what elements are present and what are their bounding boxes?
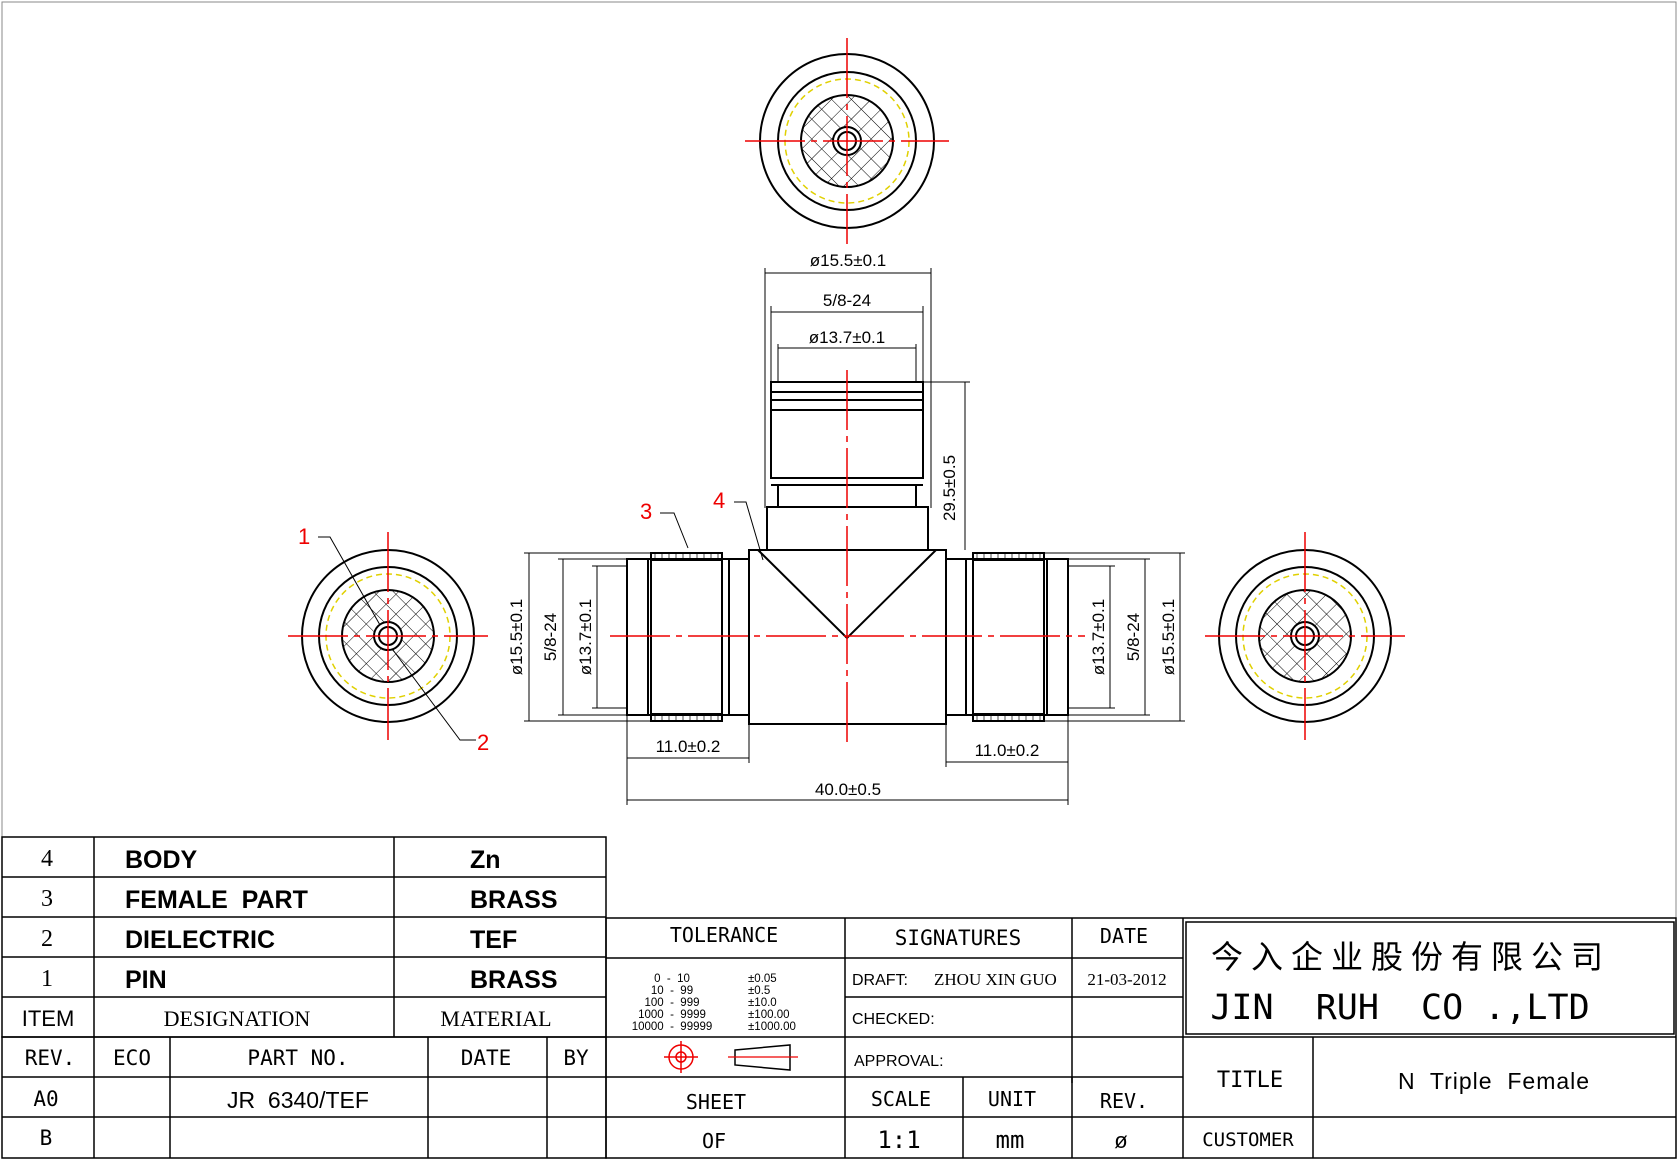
bom-material: TEF (470, 926, 517, 954)
dim-top-dia-inner: ø13.7±0.1 (809, 328, 885, 347)
rev-header: REV. (25, 1046, 76, 1070)
thread-knurl (654, 553, 1041, 721)
rev-value: ø (1114, 1128, 1127, 1153)
tolerance-value: ±10.0 (748, 997, 777, 1009)
dim-total-length: 40.0±0.5 (815, 780, 881, 799)
signatures-block: SIGNATURES DATE DRAFT: ZHOU XIN GUO 21-0… (852, 924, 1167, 1070)
of-label: OF (702, 1129, 726, 1153)
title-block-grid (605, 917, 1677, 1159)
tolerance-range: 10000 - 99999 (632, 1021, 713, 1033)
bom-designation: FEMALE PART (125, 886, 308, 914)
bom-designation: BODY (125, 846, 198, 874)
revision-grid (1, 1036, 607, 1159)
company-block: 今 入 企 业 股 份 有 限 公 司 JIN RUH CO .,LTD (1210, 939, 1603, 1028)
dim-left-dia-inner: ø13.7±0.1 (576, 599, 595, 675)
scale-label: SCALE (871, 1087, 931, 1111)
tolerance-value: ±1000.00 (748, 1021, 796, 1033)
dim-right-thread: 5/8-24 (1124, 613, 1143, 661)
tolerance-value: ±0.5 (748, 985, 770, 997)
dim-top-dia-outer: ø15.5±0.1 (810, 251, 886, 270)
company-name-en: JIN RUH CO .,LTD (1210, 988, 1589, 1028)
tolerance-range: 0 - 10 (654, 973, 690, 985)
title-block: TITLE N Triple Female CUSTOMER (1202, 1068, 1590, 1151)
bom-item: 1 (41, 966, 53, 992)
bom-header-item: ITEM (22, 1006, 75, 1031)
customer-label: CUSTOMER (1202, 1129, 1294, 1151)
checked-label: CHECKED: (852, 1011, 935, 1028)
dim-right-dia-inner: ø13.7±0.1 (1089, 599, 1108, 675)
projection-cone-icon (728, 1044, 798, 1071)
sheet-label: SHEET (686, 1090, 746, 1114)
centerlines (610, 370, 1085, 745)
rev-label: REV. (1100, 1089, 1148, 1113)
approval-label: APPROVAL: (854, 1053, 944, 1070)
scale-value: 1:1 (877, 1126, 920, 1154)
bom-item: 3 (41, 886, 53, 912)
bom-designation: DIELECTRIC (125, 926, 275, 954)
balloon-1: 1 (298, 524, 310, 549)
bom-designation: PIN (125, 966, 167, 994)
tolerance-value: ±0.05 (748, 973, 777, 985)
sheet-info-block: SHEET OF SCALE 1:1 UNIT mm REV. ø (686, 1087, 1148, 1154)
signatures-title: SIGNATURES (895, 926, 1021, 950)
bom-material: Zn (470, 846, 501, 874)
draft-label: DRAFT: (852, 972, 908, 989)
bom-material: BRASS (470, 966, 558, 994)
dimension-lines (524, 268, 1185, 805)
bom-header-material: MATERIAL (440, 1006, 551, 1031)
unit-value: mm (996, 1126, 1025, 1154)
balloon-4: 4 (713, 488, 725, 513)
company-name-cn: 今 入 企 业 股 份 有 限 公 司 (1211, 939, 1603, 975)
leader-lines (318, 501, 764, 741)
part-no-value: JR 6340/TEF (227, 1087, 369, 1113)
date-header: DATE (461, 1046, 512, 1070)
bom-item: 4 (41, 846, 53, 872)
right-end-view (1205, 532, 1405, 740)
tolerance-title: TOLERANCE (670, 923, 778, 947)
dim-right-length: 11.0±0.2 (975, 741, 1040, 760)
unit-label: UNIT (988, 1087, 1036, 1111)
draft-date: 21-03-2012 (1087, 970, 1166, 989)
tolerance-value: ±100.00 (748, 1009, 790, 1021)
dim-right-dia-outer: ø15.5±0.1 (1159, 599, 1178, 675)
dim-left-thread: 5/8-24 (541, 613, 560, 661)
tolerance-range: 10 - 99 (651, 985, 693, 997)
dim-left-dia-outer: ø15.5±0.1 (507, 599, 526, 675)
dim-top-thread: 5/8-24 (823, 291, 871, 310)
signatures-date-header: DATE (1100, 924, 1148, 948)
title-value: N Triple Female (1398, 1068, 1590, 1094)
tolerance-range: 1000 - 9999 (638, 1009, 706, 1021)
eco-header: ECO (113, 1046, 151, 1070)
bom-item: 2 (41, 926, 53, 952)
tolerance-range: 100 - 999 (645, 997, 700, 1009)
balloon-2: 2 (477, 730, 489, 755)
left-end-view (288, 532, 488, 740)
rev-value: B (40, 1126, 53, 1150)
part-no-header: PART NO. (247, 1046, 348, 1070)
draft-name: ZHOU XIN GUO (934, 970, 1057, 989)
rev-value: A0 (33, 1087, 58, 1111)
bom-table: 4 BODY Zn 3 FEMALE PART BRASS 2 DIELECTR… (22, 846, 558, 1031)
dim-height: 29.5±0.5 (940, 455, 959, 521)
projection-symbol-icon (664, 1041, 698, 1073)
title-label: TITLE (1217, 1068, 1283, 1093)
by-header: BY (563, 1046, 589, 1070)
top-end-view (745, 38, 949, 244)
revision-table: REV. ECO PART NO. DATE BY A0 JR 6340/TEF… (25, 1046, 589, 1150)
bom-header-designation: DESIGNATION (164, 1006, 311, 1031)
dim-left-length: 11.0±0.2 (656, 737, 721, 756)
tolerance-block: TOLERANCE 0 - 10 10 - 99 100 - 999 1000 … (632, 923, 796, 1033)
bom-material: BRASS (470, 886, 558, 914)
balloon-3: 3 (640, 499, 652, 524)
